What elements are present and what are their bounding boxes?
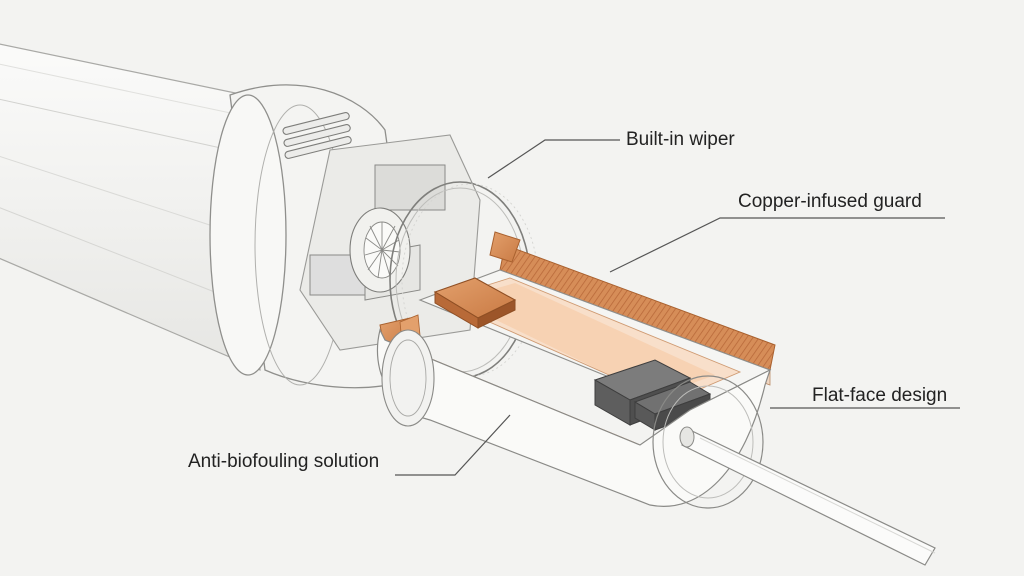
housing-body <box>0 43 261 371</box>
callout-label-anti-biofouling: Anti-biofouling solution <box>188 451 380 472</box>
leader-line-copper-guard <box>609 217 945 273</box>
callout-label-wiper: Built-in wiper <box>626 129 735 150</box>
end-cap <box>376 328 772 509</box>
copper-block <box>433 277 517 329</box>
leader-line-wiper <box>487 139 620 179</box>
leader-line-anti-biofouling <box>395 414 511 476</box>
cable <box>679 426 936 566</box>
leader-lines <box>395 139 960 476</box>
callout-label-copper-guard: Copper-infused guard <box>738 191 922 212</box>
wiper-brush <box>349 207 411 293</box>
vent-slots-icon <box>282 112 352 159</box>
callout-label-flat-face: Flat-face design <box>812 385 948 406</box>
